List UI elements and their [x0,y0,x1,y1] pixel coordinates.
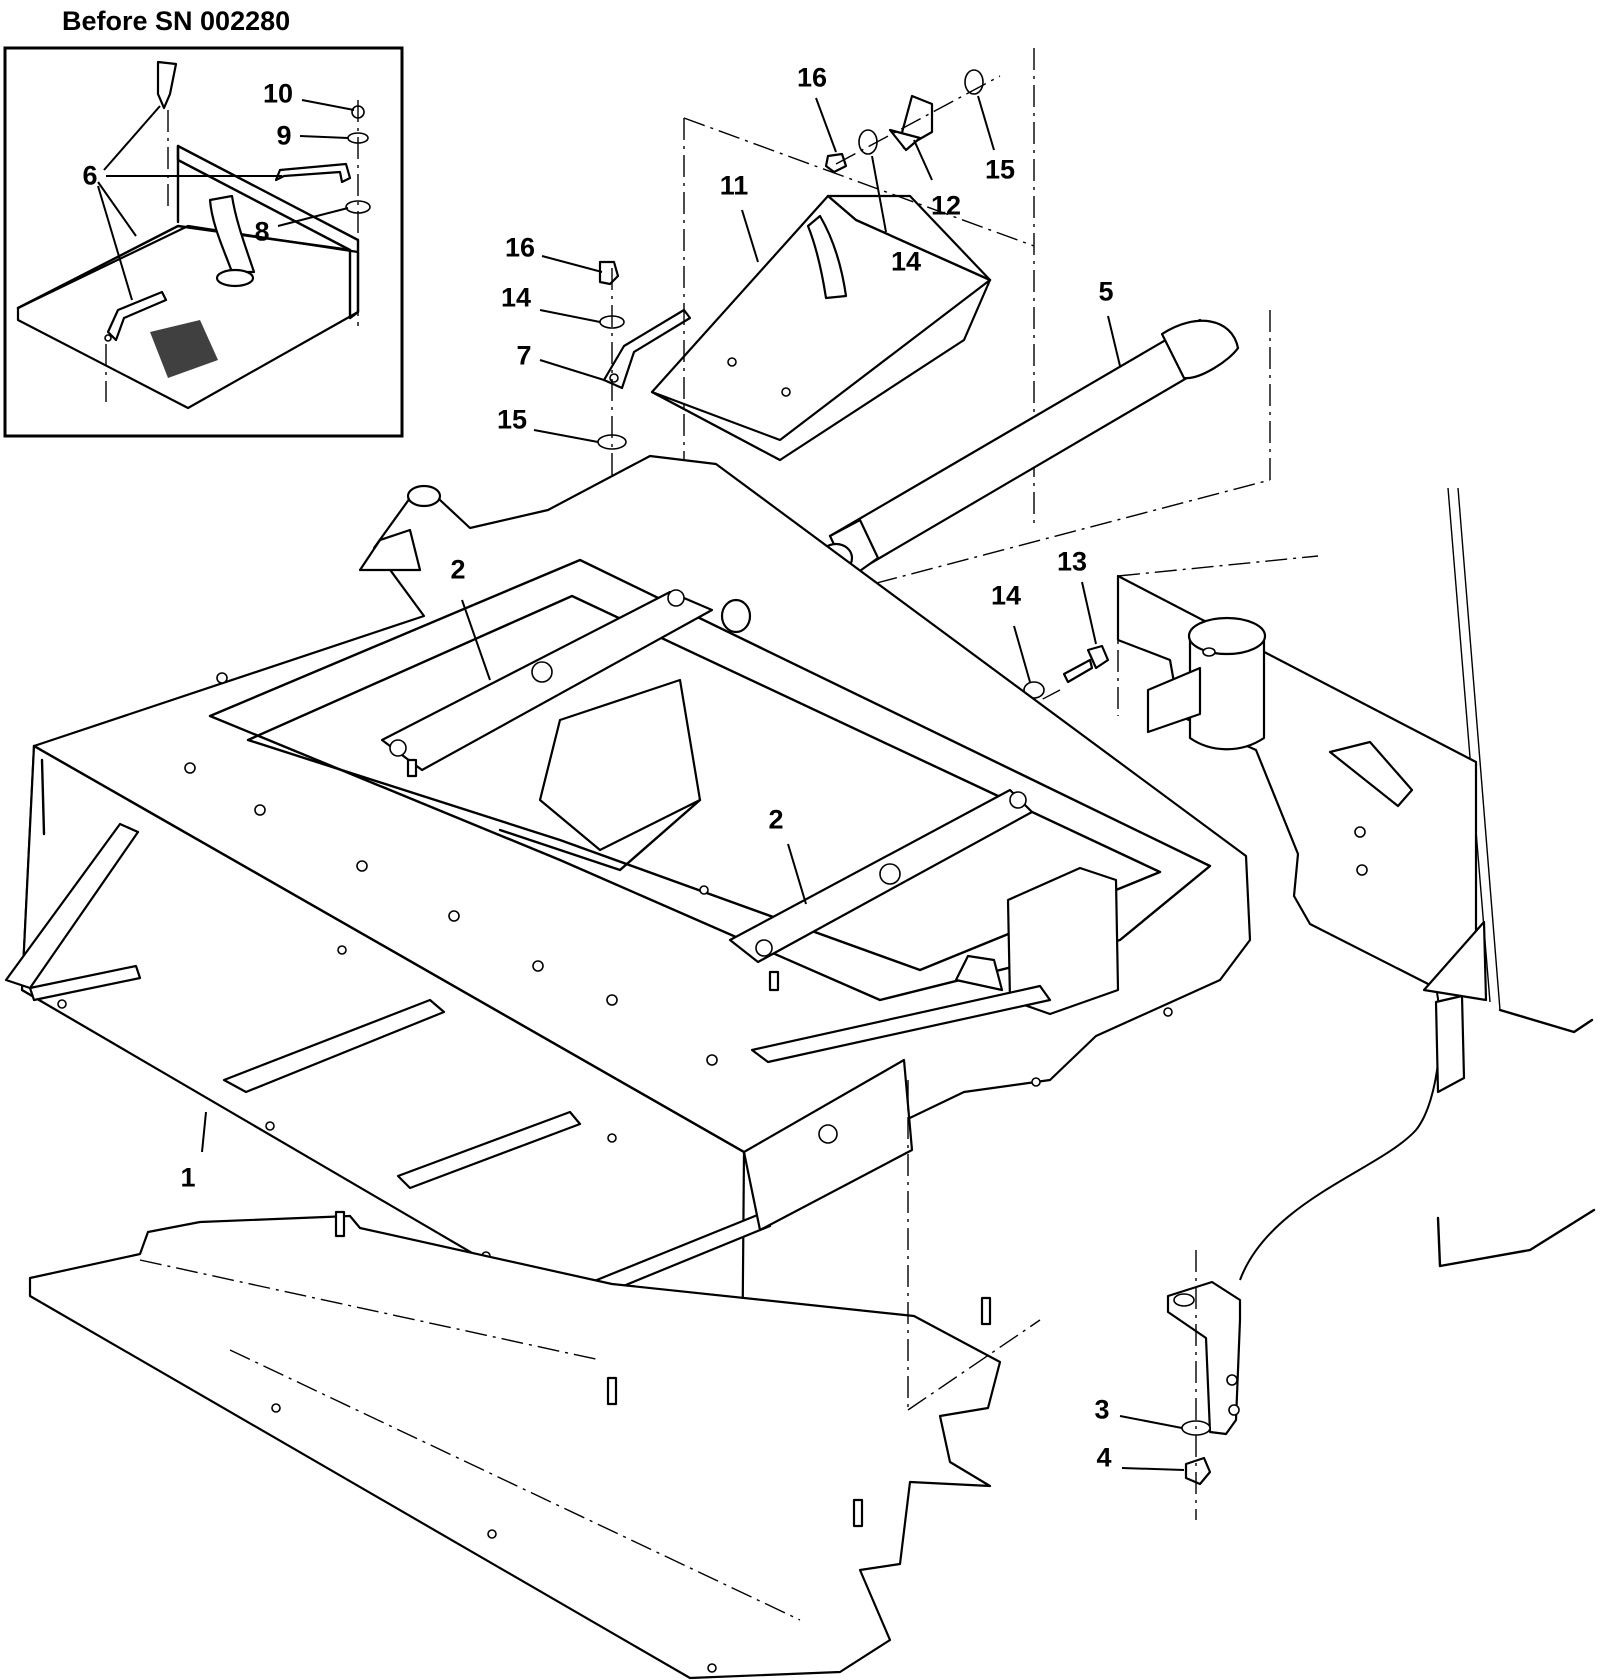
callout-7: 7 [516,340,532,371]
callout-14-right: 14 [990,580,1022,611]
cab-wall-mount [1116,487,1596,1520]
inset-panel [3,46,404,438]
callout-2-right: 2 [768,804,784,835]
callout-11: 11 [719,170,749,201]
callout-12: 12 [930,190,962,221]
mounting-holes [57,672,1173,1381]
callout-15-left: 15 [496,404,528,435]
callout-15-top: 15 [984,154,1016,185]
callout-4: 4 [1096,1442,1112,1473]
support-tube [803,310,1271,810]
callout-10: 10 [262,78,294,109]
studs [334,758,992,1528]
callout-14-left: 14 [500,282,532,313]
callout-3: 3 [1094,1394,1110,1425]
under-panel [28,758,1041,1680]
callout-16-left: 16 [504,232,536,263]
main-frame [4,454,1252,1394]
callout-2-left: 2 [450,554,466,585]
callout-1: 1 [180,1162,196,1193]
callout-5: 5 [1098,276,1114,307]
callout-13: 13 [1056,546,1088,577]
vent-grid-icon [150,320,218,378]
leader-lines [201,95,1185,1471]
callout-16-top: 16 [796,62,828,93]
console-cover [597,48,1035,1250]
inset-title: Before SN 002280 [62,6,291,36]
callout-6: 6 [82,160,98,191]
callout-8: 8 [254,216,270,247]
callout-14-top: 14 [890,246,922,277]
callout-9: 9 [276,120,292,151]
